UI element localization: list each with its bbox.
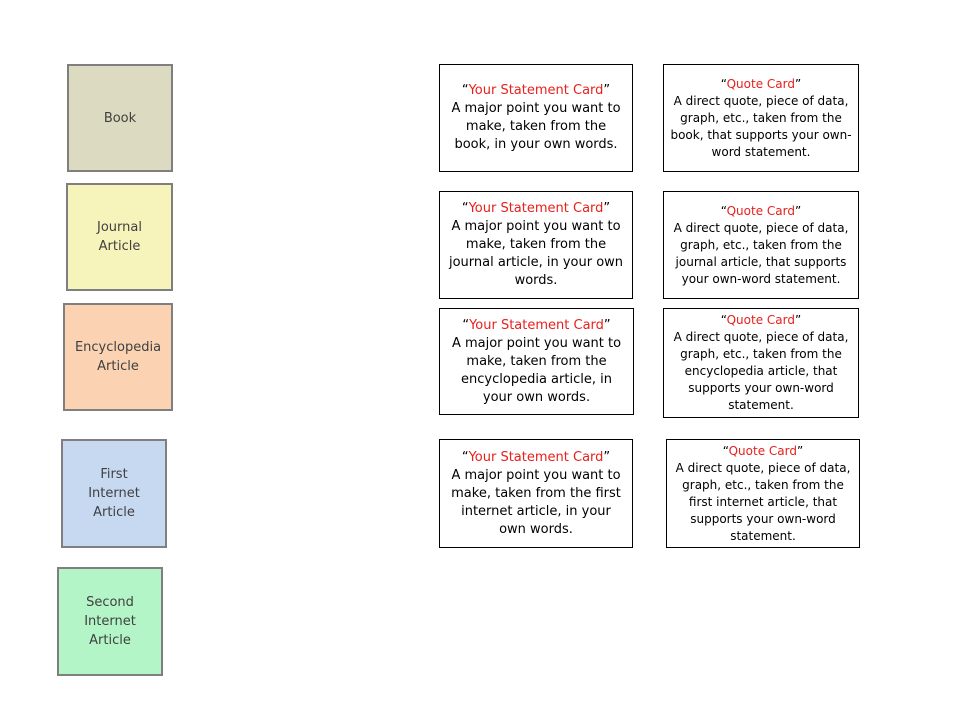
source-label: Journal Article xyxy=(97,220,142,254)
source-box-second-internet-article: Second Internet Article xyxy=(57,567,163,676)
statement-card-first-internet-article: “Your Statement Card” A major point you … xyxy=(439,439,633,548)
card-body: A major point you want to make, taken fr… xyxy=(451,335,622,405)
source-label: First Internet Article xyxy=(88,467,140,520)
quote-card-first-internet-article: “Quote Card” A direct quote, piece of da… xyxy=(666,439,860,548)
quote-card-journal-article: “Quote Card” A direct quote, piece of da… xyxy=(663,191,859,299)
card-title: “Quote Card” xyxy=(720,203,802,218)
source-label: Second Internet Article xyxy=(84,595,136,648)
source-box-book: Book xyxy=(67,64,173,172)
card-title: “Your Statement Card” xyxy=(461,201,611,216)
card-title: “Quote Card” xyxy=(720,76,802,91)
card-body: A major point you want to make, taken fr… xyxy=(448,219,624,288)
card-title: “Your Statement Card” xyxy=(462,317,611,333)
card-body: A major point you want to make, taken fr… xyxy=(451,467,621,537)
card-body: A direct quote, piece of data, graph, et… xyxy=(673,330,849,412)
card-body: A major point you want to make, taken fr… xyxy=(451,101,621,152)
statement-card-journal-article: “Your Statement Card” A major point you … xyxy=(439,191,633,299)
source-box-encyclopedia-article: Encyclopedia Article xyxy=(63,303,173,411)
statement-card-encyclopedia-article: “Your Statement Card” A major point you … xyxy=(439,308,634,415)
card-body: A direct quote, piece of data, graph, et… xyxy=(673,220,849,286)
card-title: “Your Statement Card” xyxy=(461,449,611,465)
card-body: A direct quote, piece of data, graph, et… xyxy=(675,460,851,543)
quote-card-encyclopedia-article: “Quote Card” A direct quote, piece of da… xyxy=(663,308,859,418)
card-title: “Quote Card” xyxy=(720,313,802,327)
card-title: “Your Statement Card” xyxy=(461,83,611,98)
source-box-first-internet-article: First Internet Article xyxy=(61,439,167,548)
statement-card-book: “Your Statement Card” A major point you … xyxy=(439,64,633,172)
source-label: Book xyxy=(103,110,137,126)
card-body: A direct quote, piece of data, graph, et… xyxy=(670,93,852,159)
card-title: “Quote Card” xyxy=(722,443,804,458)
source-box-journal-article: Journal Article xyxy=(66,183,173,291)
quote-card-book: “Quote Card” A direct quote, piece of da… xyxy=(663,64,859,172)
source-label: Encyclopedia Article xyxy=(74,340,162,374)
